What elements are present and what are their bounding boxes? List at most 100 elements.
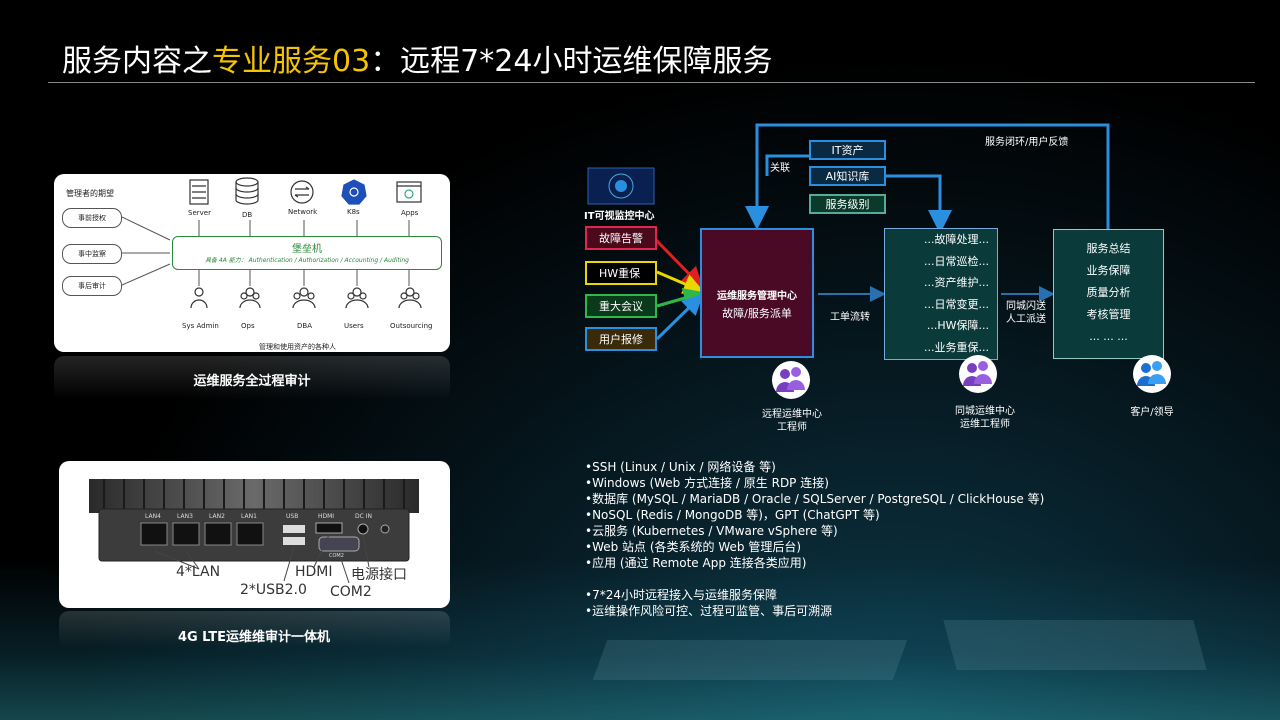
dc-in-port [357, 523, 369, 535]
bastion-host-box: 堡垒机 具备 4A 能力： Authentication / Authoriza… [172, 236, 442, 270]
audit-card: 管理者的期望 事前授权 事中监察 事后审计 [54, 174, 450, 352]
resource-label: DB [242, 211, 253, 219]
hdmi-port [315, 522, 343, 534]
input-hw-protection: HW重保 [585, 261, 657, 285]
result-item: 业务保障 [1086, 264, 1131, 277]
capability-list: •SSH (Linux / Unix / 网络设备 等) •Windows (W… [585, 459, 1044, 619]
result-item: 服务总结 [1086, 242, 1131, 255]
list-item: •Windows (Web 方式连接 / 原生 RDP 连接) [585, 476, 829, 490]
input-user-repair: 用户报修 [585, 327, 657, 351]
resource-icons [189, 177, 422, 205]
lan-ports [140, 522, 264, 546]
input-arrow-blue [655, 293, 704, 341]
expectation-item: 事中监察 [62, 244, 122, 264]
resource-label: K8s [347, 208, 360, 216]
title-suffix: ：远程7*24小时运维保障服务 [370, 44, 773, 79]
list-item: •运维操作风险可控、过程可监管、事后可溯源 [585, 604, 833, 618]
task-item: ...资产维护... [924, 276, 989, 290]
audit-card-reflection [54, 356, 450, 400]
result-item: 考核管理 [1086, 308, 1131, 321]
input-arrow-yellow [656, 270, 705, 294]
list-item: •SSH (Linux / Unix / 网络设备 等) [585, 460, 776, 474]
network-icon [290, 180, 314, 204]
annotation-lan: 4*LAN [176, 564, 221, 580]
port-label: LAN2 [209, 513, 225, 520]
list-item: •云服务 (Kubernetes / VMware vSphere 等) [585, 524, 838, 538]
results-box: 服务总结 业务保障 质量分析 考核管理 ... ... ... [1053, 229, 1164, 359]
user-label: Outsourcing [390, 322, 433, 330]
field-engineer-group-icon [959, 355, 997, 393]
list-spacer [585, 571, 1044, 587]
task-item: ...HW保障... [926, 319, 989, 333]
power-button [380, 524, 390, 534]
page-title: 服务内容之专业服务03：远程7*24小时运维保障服务 [62, 36, 772, 80]
result-item: ... ... ... [1089, 330, 1128, 343]
device-card-reflection [59, 611, 450, 647]
audit-diagram-lines [121, 177, 422, 309]
title-highlight: 专业服务03 [212, 44, 371, 79]
input-arrow-red [653, 237, 704, 289]
knowledge-line [886, 174, 952, 234]
list-item: •数据库 (MySQL / MariaDB / Oracle / SQLServ… [585, 492, 1045, 506]
port-label: LAN1 [241, 513, 257, 520]
client-group-icon [1133, 355, 1171, 393]
device-image [89, 479, 419, 584]
apps-icon [396, 181, 422, 203]
user-label: Sys Admin [182, 322, 219, 330]
dispatch-label: 同城闪送 人工派送 [1006, 301, 1046, 325]
usb-ports [283, 525, 305, 545]
list-item: •7*24小时远程接入与运维服务保障 [585, 588, 777, 602]
monitor-center-label: IT可视监控中心 [584, 211, 655, 222]
port-label: USB [286, 513, 299, 520]
user-icons [190, 287, 422, 309]
feedback-label: 服务闭环/用户反馈 [985, 137, 1069, 148]
annotation-power: 电源接口 [351, 567, 407, 583]
port-label: LAN3 [177, 513, 193, 520]
resource-label: Apps [401, 209, 419, 217]
user-label: Ops [241, 322, 255, 330]
heatsink-fins [89, 479, 419, 513]
list-item: •Web 站点 (各类系统的 Web 管理后台) [585, 540, 802, 554]
port-label: LAN4 [145, 513, 161, 520]
list-item: •NoSQL (Redis / MongoDB 等)，GPT (ChatGPT … [585, 508, 880, 522]
task-item: ...日常变更... [924, 297, 989, 311]
port-label: COM2 [329, 553, 344, 559]
user-icon [194, 287, 204, 297]
bastion-title: 堡垒机 [292, 244, 322, 255]
user-icon [400, 292, 408, 300]
relate-label: 关联 [770, 163, 790, 174]
port-label: HDMI [318, 513, 335, 520]
user-icon [293, 292, 301, 300]
role-client: 客户/领导 [1130, 407, 1174, 418]
task-item: ...业务重保... [924, 340, 989, 354]
users-note: 管理和使用资产的各种人 [259, 343, 336, 351]
role-field-engineer: 同城运维中心 运维工程师 [955, 406, 1015, 430]
expectation-item: 事前授权 [62, 208, 122, 228]
server-icon [189, 179, 209, 205]
ai-knowledge-box: AI知识库 [809, 166, 886, 186]
list-item: •应用 (通过 Remote App 连接各类应用) [585, 556, 807, 570]
port-label: DC IN [355, 513, 372, 520]
com2-port [318, 536, 360, 552]
title-prefix: 服务内容之 [62, 44, 212, 79]
task-item: ...故障处理... [924, 233, 989, 246]
user-icon [347, 292, 355, 300]
task-item: ...日常巡检... [924, 254, 989, 268]
engineer-group-icon [772, 361, 810, 399]
bastion-capabilities: 具备 4A 能力： Authentication / Authorization… [204, 257, 409, 264]
role-remote-engineer: 远程运维中心 工程师 [762, 409, 822, 433]
resource-label: Network [288, 208, 318, 216]
result-item: 质量分析 [1086, 286, 1131, 299]
ticket-flow-label: 工单流转 [830, 312, 870, 323]
user-label: DBA [297, 322, 312, 330]
annotation-com: COM2 [330, 584, 372, 600]
center-title: 运维服务管理中心 [717, 291, 797, 302]
task-list-box: ...故障处理... ...日常巡检... ...资产维护... ...日常变更… [884, 228, 998, 360]
annotation-hdmi: HDMI [295, 564, 333, 580]
feedback-loop-line [745, 123, 1110, 230]
expectations-title: 管理者的期望 [66, 189, 114, 198]
relate-line [765, 154, 809, 176]
annotation-usb: 2*USB2.0 [240, 582, 307, 598]
center-subtitle: 故障/服务派单 [722, 307, 792, 320]
